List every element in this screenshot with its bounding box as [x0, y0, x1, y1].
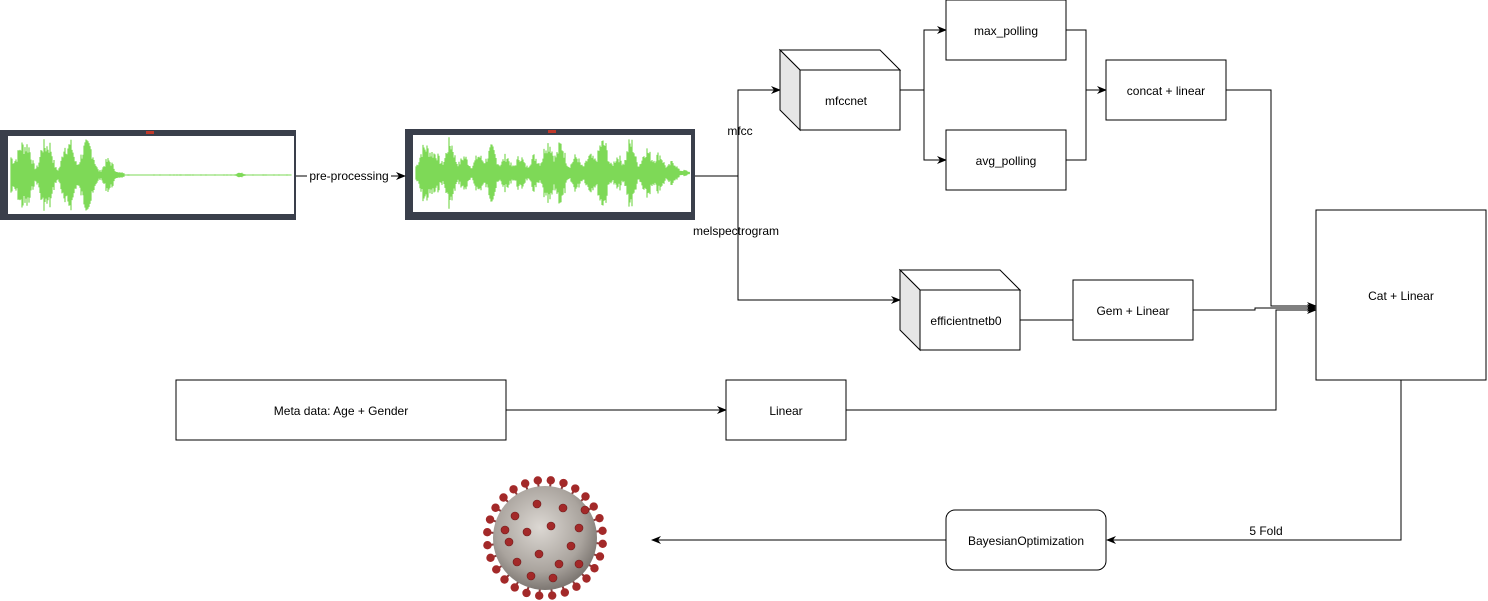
- edge-max-to-concat: [1066, 29, 1107, 94]
- meta-data-node[interactable]: Meta data: Age + Gender: [175, 379, 507, 441]
- edge-melspectrogram: [737, 176, 901, 304]
- efficientnetb0-node[interactable]: efficientnetb0: [898, 268, 1022, 352]
- meta-data-label: Meta data: Age + Gender: [274, 404, 408, 418]
- efficientnetb0-label: efficientnetb0: [930, 314, 1001, 328]
- avg-polling-label: avg_polling: [976, 154, 1037, 168]
- raw-audio-waveform: [0, 130, 296, 220]
- preprocessing-label-bg: [307, 167, 391, 184]
- edge-label-mfcc: mfcc: [727, 124, 752, 138]
- cat-linear-node[interactable]: Cat + Linear: [1315, 209, 1487, 381]
- avg-polling-node[interactable]: avg_polling: [945, 129, 1067, 191]
- linear-label: Linear: [769, 404, 802, 418]
- mfccnet-label: mfccnet: [825, 94, 868, 108]
- edge-linear-to-cat: [846, 306, 1317, 411]
- edge-concat-to-cat: [1226, 89, 1317, 310]
- edge-mfccnet-to-max: [900, 26, 947, 91]
- edge-cat-to-bayes: [1106, 380, 1402, 544]
- max-polling-label: max_polling: [974, 24, 1038, 38]
- edge-mfccnet-to-avg: [923, 90, 947, 164]
- preprocessed-audio-waveform: [405, 129, 695, 220]
- concat-linear-node[interactable]: concat + linear: [1105, 59, 1227, 121]
- coronavirus-icon: [483, 476, 607, 600]
- edge-label-preprocessing: pre-processing: [309, 169, 388, 183]
- gem-linear-label: Gem + Linear: [1096, 304, 1169, 318]
- bayesian-optimization-node[interactable]: BayesianOptimization: [945, 509, 1107, 571]
- edge-gem-to-cat: [1193, 304, 1317, 312]
- edge-label-melspectrogram: melspectrogram: [693, 224, 779, 238]
- cat-linear-label: Cat + Linear: [1368, 289, 1434, 303]
- edge-avg-to-concat: [1066, 90, 1087, 161]
- max-polling-node[interactable]: max_polling: [945, 0, 1067, 61]
- mfccnet-node[interactable]: mfccnet: [778, 48, 902, 132]
- edge-mfcc: [695, 86, 781, 177]
- concat-linear-label: concat + linear: [1127, 84, 1205, 98]
- linear-node[interactable]: Linear: [725, 379, 847, 441]
- gem-linear-node[interactable]: Gem + Linear: [1072, 279, 1194, 341]
- bayesian-optimization-label: BayesianOptimization: [968, 534, 1084, 548]
- edge-label-5-fold: 5 Fold: [1249, 524, 1282, 538]
